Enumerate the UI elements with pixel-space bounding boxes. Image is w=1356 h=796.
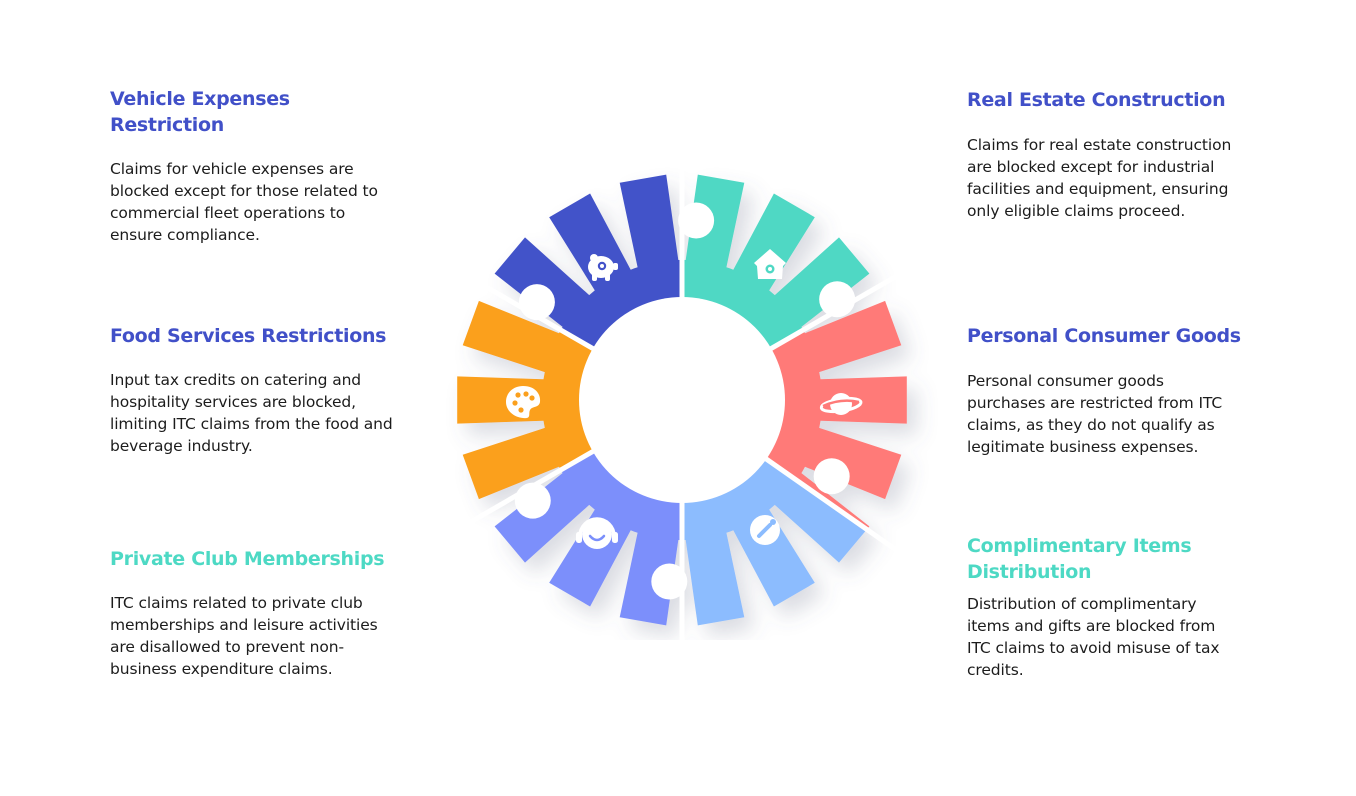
puzzle-tab (816, 461, 847, 492)
headset-icon (576, 517, 618, 549)
item-description: Input tax credits on catering and hospit… (110, 371, 393, 455)
item-vehicle-expenses: Vehicle Expenses Restriction Claims for … (110, 86, 395, 246)
puzzle-tab (517, 485, 548, 516)
item-title: Food Services Restrictions (110, 325, 387, 347)
edit-icon (750, 515, 780, 545)
segment-vehicle-expenses (457, 174, 682, 400)
segment-complimentary (682, 400, 907, 626)
planet-icon (819, 393, 863, 415)
item-food-services: Food Services Restrictions Input tax cre… (110, 323, 395, 457)
item-complimentary: Complimentary Items Distribution Distrib… (967, 533, 1242, 681)
piggy-bank-icon (588, 254, 618, 281)
item-title: Vehicle Expenses Restriction (110, 88, 290, 136)
home-icon (754, 249, 786, 279)
item-private-club: Private Club Memberships ITC claims rela… (110, 546, 395, 680)
item-title: Private Club Memberships (110, 548, 385, 570)
item-consumer-goods: Personal Consumer Goods Personal consume… (967, 323, 1242, 458)
item-title: Complimentary Items Distribution (967, 535, 1192, 583)
item-description: Personal consumer goods purchases are re… (967, 372, 1223, 456)
item-description: Claims for real estate construction are … (967, 136, 1232, 220)
segment-private-club (457, 400, 682, 626)
item-description: Claims for vehicle expenses are blocked … (110, 160, 378, 244)
item-description: ITC claims related to private club membe… (110, 594, 378, 678)
gear-ring-diagram (457, 174, 907, 626)
segment-real-estate (682, 174, 907, 400)
puzzle-tab (822, 284, 853, 315)
palette-icon (506, 386, 541, 419)
item-real-estate: Real Estate Construction Claims for real… (967, 87, 1242, 222)
item-title: Real Estate Construction (967, 89, 1226, 111)
puzzle-tab (681, 205, 712, 236)
puzzle-tab (521, 287, 552, 318)
puzzle-tab (654, 566, 685, 597)
item-title: Personal Consumer Goods (967, 325, 1241, 347)
item-description: Distribution of complimentary items and … (967, 595, 1220, 679)
